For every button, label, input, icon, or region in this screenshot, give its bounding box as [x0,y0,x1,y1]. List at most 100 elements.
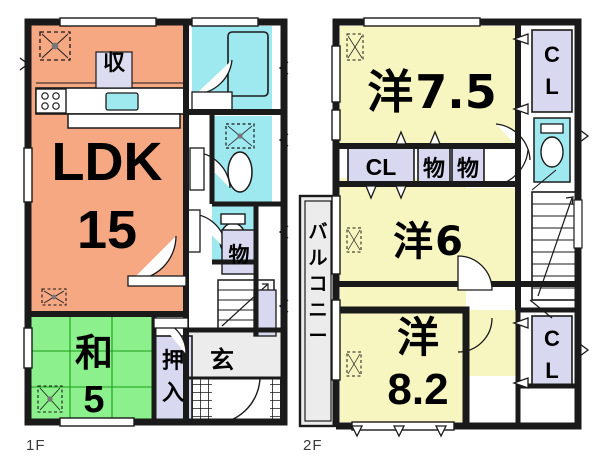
label-oshiire-top: 押 [162,348,184,374]
stair-arrow [262,283,269,291]
label-mono-2: 物 [457,156,479,182]
toilet-2f-group [491,117,571,187]
ceiling-light-ldk [39,31,71,61]
svg-text:ニ: ニ [308,299,327,321]
stair-2f-arrow [565,196,574,206]
washroom-door-leaf [189,147,205,191]
label-yo75: 洋7.5 [367,65,497,119]
stove-burner [52,102,60,110]
door-marker [278,61,289,75]
window-washitsu-south [59,417,135,427]
ldk-door-leaf [127,275,187,287]
ceiling-light-washitsu [37,385,63,413]
label-cl-bottom-1: C [544,326,560,351]
floor-label-2f: 2F [303,437,323,454]
closet-bottom-box [531,315,573,387]
window-ldk-west [23,147,33,203]
window-stair-east [573,199,583,249]
balcony-door-marker [434,425,448,438]
window-ldk-north [59,17,157,27]
kitchen-counter-assembly [35,82,187,129]
window-yo75-west-lower [331,109,341,141]
room-genkan-fill [188,330,284,378]
staircase-2f [529,169,579,319]
label-washitsu-size: 5 [83,379,104,421]
svg-text:バ: バ [308,221,327,243]
stair-2f-upper-line [531,169,557,191]
exterior-marker [579,129,590,143]
exterior-marker [579,343,590,357]
ceiling-light-yo82 [346,351,362,377]
svg-text:コ: コ [308,273,327,295]
cl-door-marker-up [395,130,407,145]
closet-door-marker [512,103,529,115]
1f-sliding-doors [127,235,189,355]
door-marker [278,133,289,147]
washbasin [227,151,253,193]
balcony-door-marker [392,425,406,438]
door-marker [278,299,289,313]
yo82-door-arc [457,317,493,353]
1f-text-labels: LDK 15 収 和 5 物 押 入 玄 [52,51,250,421]
2f-door-arcs [457,255,493,353]
room-yo75-fill [340,26,518,146]
stove-burner [52,92,60,100]
window-yo82-balcony [331,299,341,381]
window-yo6-balcony [331,195,341,275]
mono-door-marker [429,130,441,145]
closet-bottom-marker [512,377,529,389]
storage-mono-box-2 [451,147,485,183]
ceiling-light-yo75 [346,33,364,61]
label-oshiire-bottom: 入 [162,381,184,406]
closet-shuu-box [95,51,133,89]
bathtub [227,31,269,97]
gas-stove [35,88,67,114]
floor-1f-group: LDK 15 収 和 5 物 押 入 玄 [19,17,289,427]
1f-closet-boxes [95,51,277,423]
cl-door-marker [395,185,407,200]
window-yo75-north [363,17,481,27]
yo6-door-arc [457,255,493,291]
1f-walls [24,18,288,426]
balcony-inner [304,200,332,422]
label-storage-mono-1f: 物 [229,243,250,267]
label-balcony: バ ル コ ニ ー [308,221,327,347]
label-cl-mid: CL [366,154,397,180]
room-washitsu-fill [28,316,154,422]
bathroom-door-threshold [191,91,233,111]
stove-burner [41,102,49,110]
2f-closet-boxes [347,29,573,387]
label-ldk-size: 15 [77,200,137,260]
label-mono-1: 物 [423,156,445,182]
balcony-group [298,194,338,428]
1f-windows [23,17,259,427]
closet-door-marker [512,33,529,45]
2f-ceiling-lights [346,33,364,377]
floor-2f-group: 洋7.5 洋6 洋 8.2 C L CL 物 物 C L バ ル コ ニ ー [298,17,590,438]
entry-door-swing-area [212,378,270,424]
label-closet-shuu: 収 [103,51,126,76]
label-genkan: 玄 [210,346,234,374]
stair-2f-direction [537,197,573,297]
closet-top-box [531,29,573,113]
closet-bottom-marker [512,317,529,329]
svg-text:ル: ル [308,247,327,269]
cl-door-marker [365,185,377,200]
toilet-2f-tank [540,123,564,134]
label-yo82-size: 8.2 [387,365,448,414]
door-marker [19,57,30,71]
1f-exterior-markers [19,57,289,313]
2f-windows [331,17,583,431]
washitsu-door-leaf [153,317,189,329]
svg-text:ー: ー [308,325,327,347]
kitchen-sink [105,92,139,111]
door-marker [278,225,289,239]
window-bath-north [191,17,259,27]
label-cl-top-1: C [544,42,560,67]
stove-burner [41,92,49,100]
balcony-door-marker [350,425,364,438]
ceiling-light-yo6 [346,227,362,253]
tatami-grid [28,316,154,422]
storage-mono-box-1 [417,147,451,183]
